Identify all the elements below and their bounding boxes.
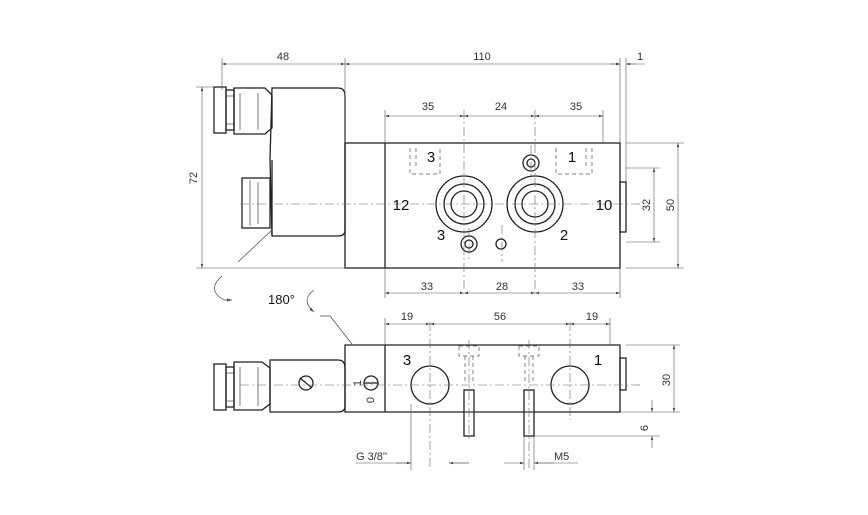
- dim-35-left: 35: [422, 101, 434, 113]
- port-label-1-top: 1: [568, 149, 576, 166]
- valve-body-top: [344, 142, 621, 269]
- dim-28: 28: [496, 281, 508, 293]
- top-view: [213, 86, 640, 290]
- thread-screw-label: M5: [554, 451, 569, 463]
- side-dimensions: [356, 318, 680, 470]
- side-port-label-3: 3: [403, 352, 411, 369]
- top-dimensions: [196, 58, 684, 298]
- port-label-3-top: 3: [427, 149, 435, 166]
- rotation-arrow-icon: [214, 229, 353, 345]
- rotation-label: 180°: [268, 292, 295, 307]
- dim-33-right: 33: [572, 281, 584, 293]
- dim-35-right: 35: [570, 101, 582, 113]
- port-label-10: 10: [596, 197, 613, 214]
- dim-48: 48: [277, 51, 289, 63]
- dim-6: 6: [639, 425, 651, 431]
- side-port-label-1: 1: [594, 352, 602, 369]
- dim-24: 24: [495, 101, 507, 113]
- dim-56: 56: [494, 311, 506, 323]
- dim-32: 32: [641, 199, 653, 211]
- port-label-12: 12: [393, 197, 410, 214]
- coil-body: [269, 87, 346, 237]
- dim-30: 30: [661, 374, 673, 386]
- thread-port-label: G 3/8'': [356, 451, 387, 463]
- dim-72: 72: [188, 172, 200, 184]
- dim-1: 1: [637, 51, 643, 63]
- dim-33-left: 33: [421, 281, 433, 293]
- dim-19-left: 19: [401, 311, 413, 323]
- switch-label-on: 1: [352, 380, 364, 386]
- switch-label-off: 0: [365, 397, 377, 403]
- dim-19-right: 19: [586, 311, 598, 323]
- port-label-3-bottom: 3: [437, 227, 445, 244]
- port-label-2: 2: [560, 227, 568, 244]
- dim-110: 110: [473, 51, 491, 63]
- dim-50: 50: [665, 199, 677, 211]
- connector-top: [213, 86, 273, 229]
- side-view: [213, 322, 640, 470]
